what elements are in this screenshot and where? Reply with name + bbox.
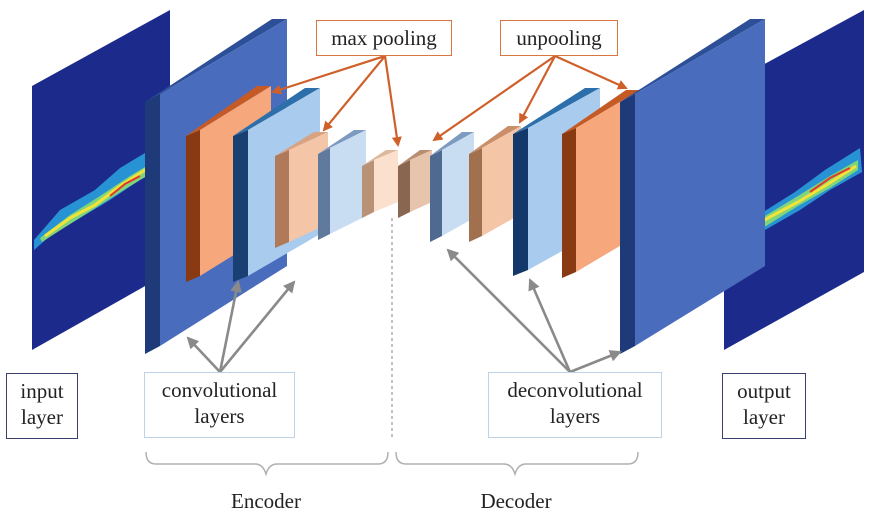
deconvolutional-layers-label: deconvolutional layers <box>488 372 662 438</box>
encoder-layer-6 <box>362 150 398 218</box>
input-layer-line1: input <box>20 379 64 403</box>
output-layer-line1: output <box>737 379 791 403</box>
decoder-label: Decoder <box>480 489 552 513</box>
max-pooling-text: max pooling <box>331 26 437 50</box>
encoder-layer-5 <box>318 130 366 240</box>
unpooling-arrows <box>432 54 628 142</box>
convolutional-arrows <box>186 280 296 373</box>
deconvolutional-arrows <box>446 248 622 374</box>
deconvolutional-line2: layers <box>549 404 601 429</box>
encoder-brace <box>145 451 389 477</box>
input-layer-line2: layer <box>21 405 63 430</box>
decoder-layer-6 <box>620 19 765 354</box>
input-layer-label: input layer <box>6 373 78 439</box>
convolutional-line1: convolutional <box>161 378 278 402</box>
decoder-layer-2 <box>430 132 474 242</box>
max-pooling-label: max pooling <box>316 20 452 56</box>
decoder-brace <box>395 451 639 477</box>
convolutional-line2: layers <box>194 404 245 429</box>
decoder-layer-1 <box>398 150 432 218</box>
unpooling-text: unpooling <box>516 26 602 50</box>
input-heatmap <box>32 10 170 350</box>
max-pooling-arrows <box>271 54 402 147</box>
unpooling-label: unpooling <box>500 20 618 56</box>
convolutional-layers-label: convolutional layers <box>144 372 295 438</box>
encoder-label: Encoder <box>231 489 301 513</box>
output-layer-label: output layer <box>722 373 806 439</box>
deconvolutional-line1: deconvolutional <box>507 378 643 402</box>
decoder-layer-3 <box>469 126 521 242</box>
output-layer-line2: layer <box>743 405 785 430</box>
